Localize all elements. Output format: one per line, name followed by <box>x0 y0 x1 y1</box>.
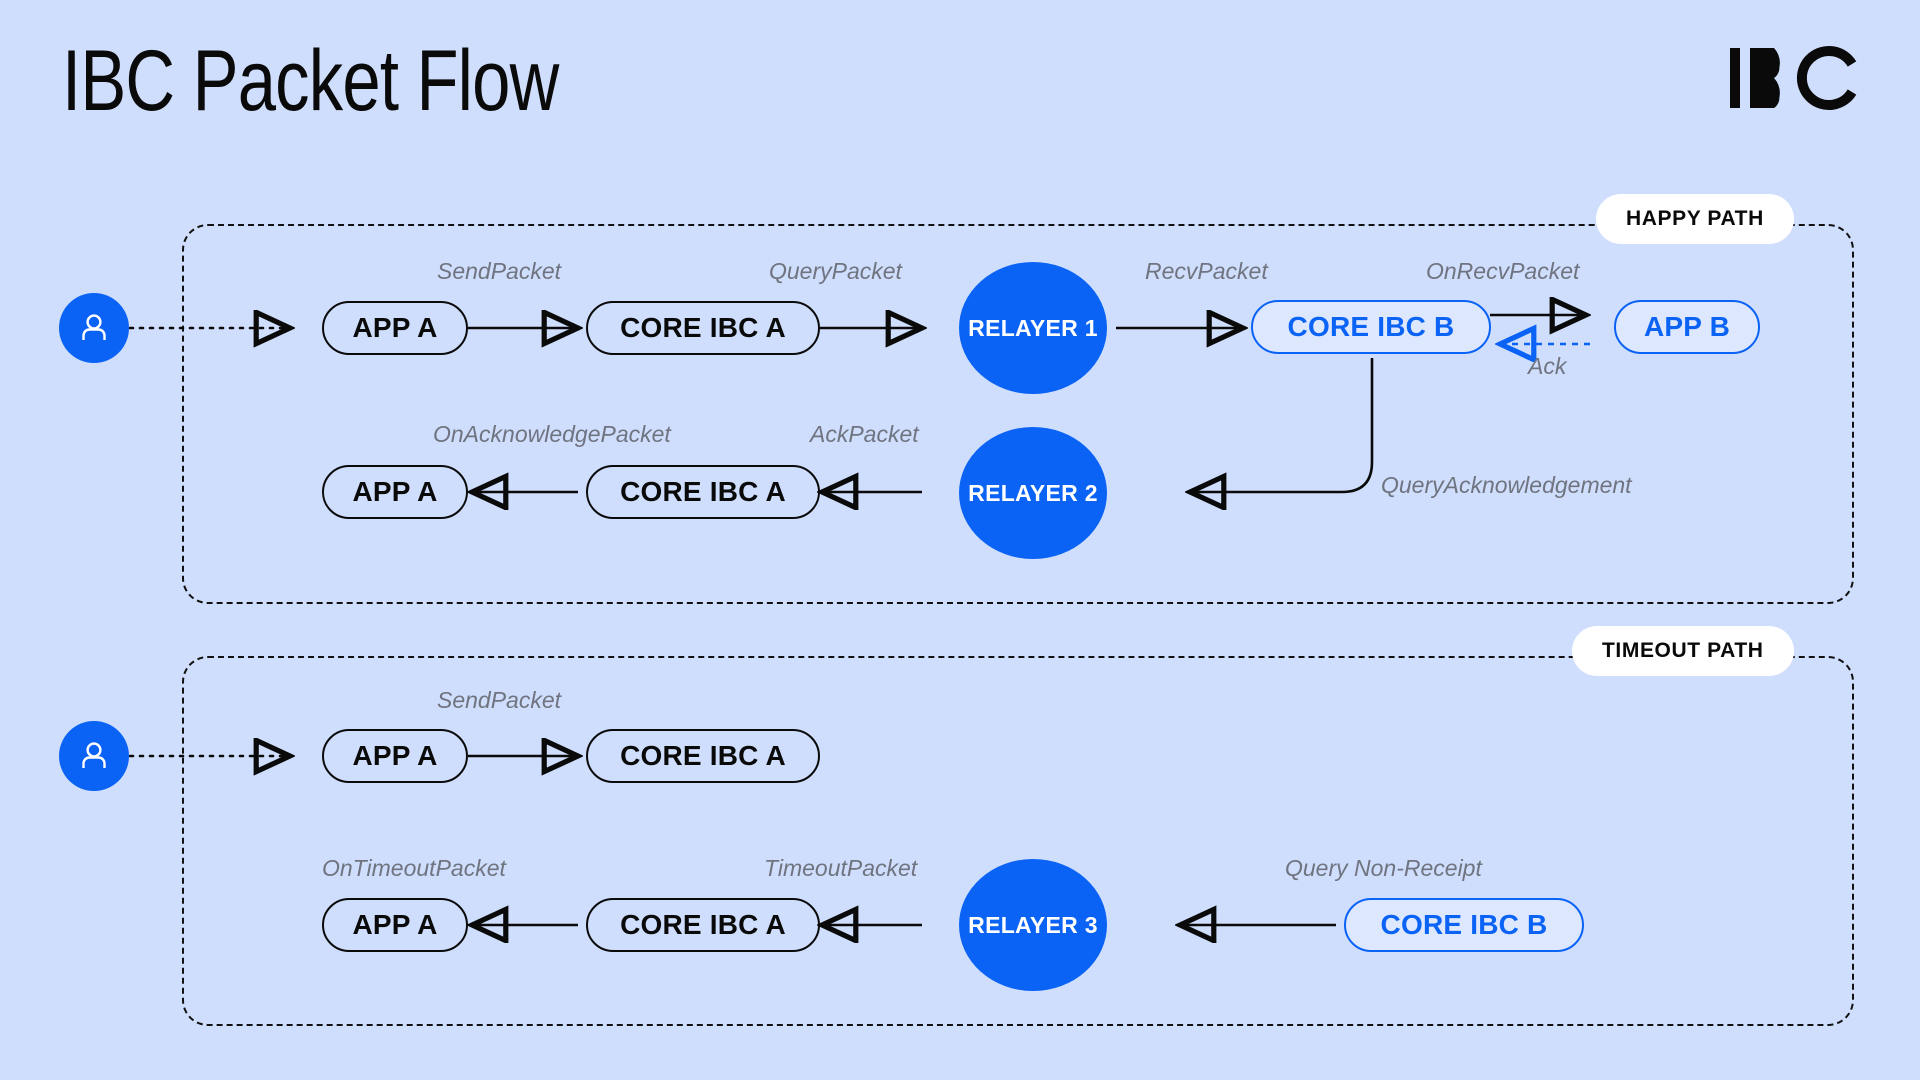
edge-label-on-recv-packet: OnRecvPacket <box>1426 258 1580 284</box>
ibc-logo <box>1730 46 1857 110</box>
node-core-ibc-a-timeout-send[interactable]: CORE IBC A <box>586 729 820 783</box>
avatar-user-happy <box>59 293 129 363</box>
node-core-ibc-b-happy-send[interactable]: CORE IBC B <box>1251 300 1491 354</box>
user-icon <box>82 742 106 768</box>
edge-label-ack: Ack <box>1528 353 1567 379</box>
node-app-a-timeout[interactable]: APP A <box>322 898 468 952</box>
page-title: IBC Packet Flow <box>62 33 559 129</box>
zone-timeout-path <box>182 656 1854 1026</box>
node-app-a-happy-ack[interactable]: APP A <box>322 465 468 519</box>
edge-label-on-timeout-packet: OnTimeoutPacket <box>322 855 506 881</box>
edge-label-query-acknowledgement: QueryAcknowledgement <box>1381 472 1632 498</box>
edge-label-send-packet-timeout: SendPacket <box>437 687 562 713</box>
edge-label-ack-packet: AckPacket <box>810 421 919 447</box>
node-relayer-2[interactable]: RELAYER 2 <box>959 427 1107 559</box>
node-core-ibc-b-timeout[interactable]: CORE IBC B <box>1344 898 1584 952</box>
node-core-ibc-a-happy-ack[interactable]: CORE IBC A <box>586 465 820 519</box>
node-app-a-happy-send[interactable]: APP A <box>322 301 468 355</box>
node-app-a-timeout-send[interactable]: APP A <box>322 729 468 783</box>
zone-tag-timeout-path: TIMEOUT PATH <box>1572 626 1794 676</box>
node-app-b-happy-send[interactable]: APP B <box>1614 300 1760 354</box>
edge-label-timeout-packet: TimeoutPacket <box>764 855 918 881</box>
user-icon <box>82 314 106 340</box>
avatar-user-timeout <box>59 721 129 791</box>
edge-label-query-non-receipt: Query Non-Receipt <box>1285 855 1482 881</box>
edge-label-send-packet-happy: SendPacket <box>437 258 562 284</box>
zone-tag-happy-path: HAPPY PATH <box>1596 194 1794 244</box>
edge-label-recv-packet: RecvPacket <box>1145 258 1268 284</box>
node-core-ibc-a-happy-send[interactable]: CORE IBC A <box>586 301 820 355</box>
node-relayer-1[interactable]: RELAYER 1 <box>959 262 1107 394</box>
edge-label-query-packet: QueryPacket <box>769 258 902 284</box>
zone-happy-path <box>182 224 1854 604</box>
edge-label-on-acknowledge-packet: OnAcknowledgePacket <box>433 421 671 447</box>
node-relayer-3[interactable]: RELAYER 3 <box>959 859 1107 991</box>
node-core-ibc-a-timeout[interactable]: CORE IBC A <box>586 898 820 952</box>
